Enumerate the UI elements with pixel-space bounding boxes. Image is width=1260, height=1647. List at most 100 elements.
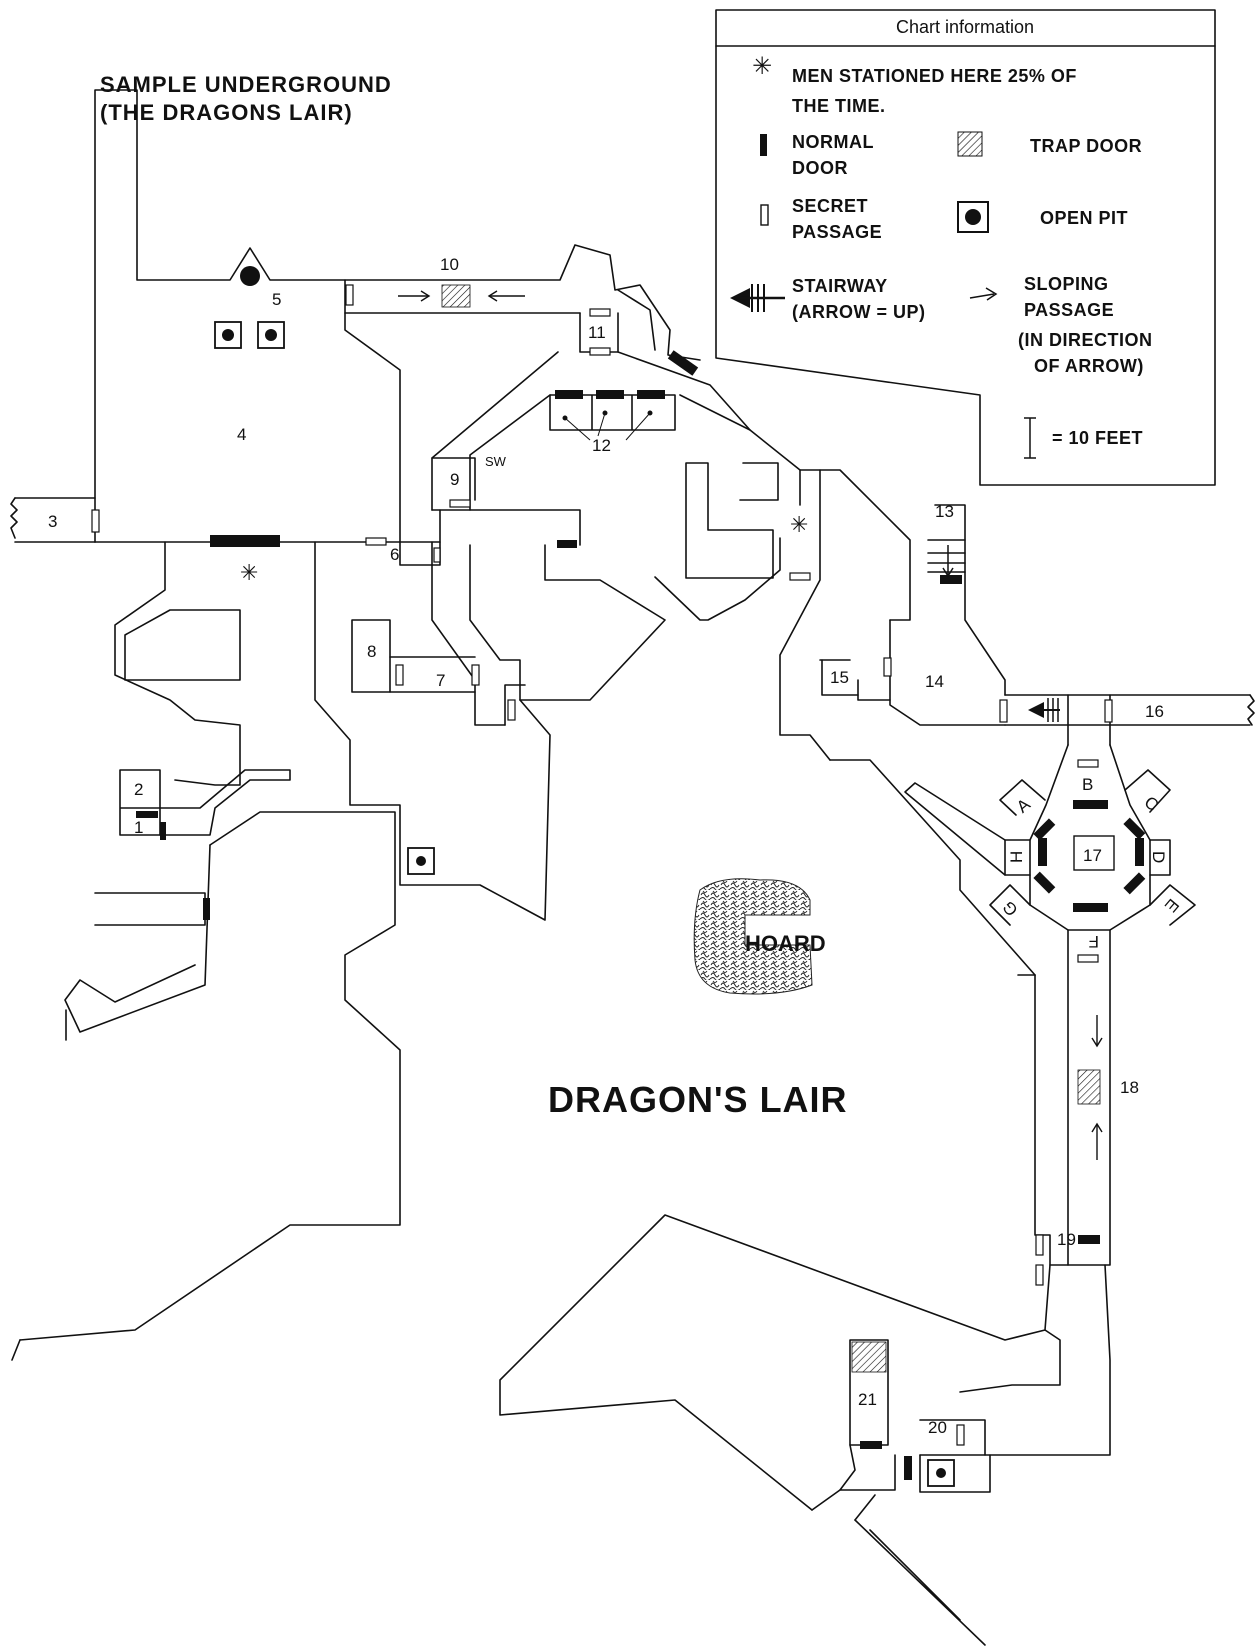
map-title-line2: (THE DRAGONS LAIR) <box>100 100 353 125</box>
room-label-7: 7 <box>436 671 445 690</box>
stairway-13-arrow <box>942 545 954 578</box>
normal-door <box>667 350 699 376</box>
secret-passage <box>1035 1264 1044 1286</box>
trap-doors <box>441 284 1101 1373</box>
hoard: HOARD <box>693 878 826 995</box>
trap-door <box>1077 1069 1101 1105</box>
room-label-3: 3 <box>48 512 57 531</box>
room-12-markers <box>562 410 653 441</box>
secret-passage <box>433 547 441 563</box>
room-label-8: 8 <box>367 642 376 661</box>
secret-passage <box>1104 699 1113 723</box>
secret-passage <box>449 499 471 508</box>
chamber-label-a: A <box>1013 794 1034 816</box>
open-pits <box>214 266 955 1487</box>
legend-men-line1: MEN STATIONED HERE 25% OF <box>792 66 1077 86</box>
legend-slope-line1: SLOPING <box>1024 274 1109 294</box>
legend-trap: TRAP DOOR <box>1030 136 1142 156</box>
guard-post-icon: ✳ <box>240 560 258 585</box>
stairway-icon <box>730 284 785 312</box>
secret-passages <box>91 284 1113 1446</box>
room-label-2: 2 <box>134 780 143 799</box>
secret-passage <box>507 699 516 721</box>
sloping-arrows <box>398 290 1103 1160</box>
guard-posts: ✳ ✳ <box>240 512 808 585</box>
normal-door <box>860 1441 882 1449</box>
guard-post-icon: ✳ <box>790 512 808 537</box>
open-pit-icon <box>957 201 989 233</box>
normal-door <box>596 390 624 399</box>
sloping-arrow-east <box>398 290 431 302</box>
room-label-16: 16 <box>1145 702 1164 721</box>
legend-stair-line1: STAIRWAY <box>792 276 888 296</box>
secret-passage <box>365 537 387 546</box>
legend: Chart information ✳ MEN STATIONED HERE 2… <box>715 9 1216 486</box>
trap-door <box>851 1341 887 1373</box>
sloping-arrow-south <box>1091 1015 1103 1048</box>
legend-secret-line2: PASSAGE <box>792 222 882 242</box>
room-labels: 1 2 3 4 5 6 7 8 9 10 11 12 13 14 15 16 1… <box>48 255 1164 1437</box>
chamber-label-e: E <box>1161 895 1183 916</box>
map-title-line1: SAMPLE UNDERGROUND <box>100 72 392 97</box>
hoard-shape <box>693 878 813 995</box>
normal-door <box>210 535 280 547</box>
normal-door <box>1073 800 1108 809</box>
normal-doors <box>136 350 1146 1480</box>
normal-door <box>555 390 583 399</box>
room-label-14: 14 <box>925 672 944 691</box>
normal-door <box>1135 838 1144 866</box>
chamber-label-f: F <box>1089 932 1099 951</box>
secret-passage <box>956 1424 965 1446</box>
secret-passage <box>589 308 611 317</box>
legend-door-line2: DOOR <box>792 158 848 178</box>
legend-stair-line2: (ARROW = UP) <box>792 302 926 322</box>
room-label-13: 13 <box>935 502 954 521</box>
normal-door <box>1123 817 1146 840</box>
secret-passage-icon <box>760 204 769 226</box>
normal-door <box>1073 903 1108 912</box>
sloping-arrow-west <box>487 290 525 302</box>
secret-passage <box>345 284 354 306</box>
chamber-label-d: D <box>1149 851 1168 863</box>
secret-passage <box>589 347 611 356</box>
dragons-lair-label: DRAGON'S LAIR <box>548 1079 848 1120</box>
secret-passage <box>1035 1234 1044 1256</box>
normal-door <box>557 540 577 548</box>
normal-door <box>1033 871 1056 894</box>
men-icon: ✳ <box>752 53 772 80</box>
open-pit <box>240 266 260 286</box>
secret-passage <box>999 699 1008 723</box>
secret-passage <box>91 509 100 533</box>
trap-door <box>441 284 471 308</box>
sloping-arrow-north <box>1091 1122 1103 1160</box>
open-pit <box>257 321 285 349</box>
legend-secret-line1: SECRET <box>792 196 868 216</box>
sw-label: SW <box>485 454 507 469</box>
room-label-9: 9 <box>450 470 459 489</box>
trap-door-icon <box>957 131 983 157</box>
chamber-label-b: B <box>1082 775 1093 794</box>
legend-door-line1: NORMAL <box>792 132 874 152</box>
room-label-10: 10 <box>440 255 459 274</box>
legend-pit: OPEN PIT <box>1040 208 1128 228</box>
normal-door <box>136 811 158 818</box>
legend-header: Chart information <box>896 17 1034 37</box>
normal-door <box>1123 872 1146 895</box>
normal-door <box>1078 1235 1100 1244</box>
room-label-4: 4 <box>237 425 246 444</box>
normal-door <box>1033 818 1056 841</box>
scale-bar-icon <box>1024 417 1036 459</box>
room-label-11: 11 <box>588 323 606 342</box>
room-label-21: 21 <box>858 1390 877 1409</box>
legend-slope-line2: PASSAGE <box>1024 300 1114 320</box>
normal-door <box>160 822 166 840</box>
map-walls <box>10 89 1255 1646</box>
legend-slope-line4: OF ARROW) <box>1034 356 1144 376</box>
room-label-18: 18 <box>1120 1078 1139 1097</box>
legend-men-line2: THE TIME. <box>792 96 886 116</box>
chamber-label-c: C <box>1141 793 1163 815</box>
room-label-12: 12 <box>592 436 611 455</box>
room-label-1: 1 <box>134 818 143 837</box>
secret-passage <box>395 664 404 686</box>
